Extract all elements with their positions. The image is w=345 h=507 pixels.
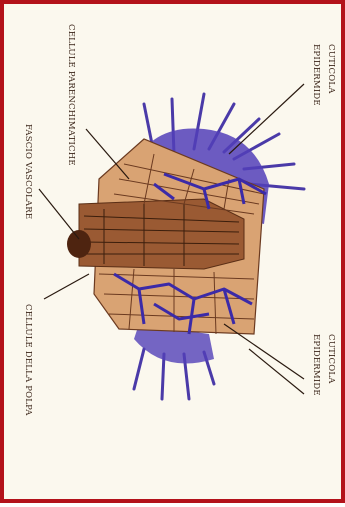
label-pulp-cells: CELLULE DELLA POLPA bbox=[23, 304, 33, 416]
label-epidermis-left: EPIDERMIDE bbox=[311, 334, 321, 396]
fruit-tissue-diagram: EPIDERMIDE CUTICOLA CELLULE PARENCHIMATI… bbox=[4, 4, 345, 507]
label-epidermis-right: EPIDERMIDE bbox=[311, 44, 321, 106]
label-epidermis-left-2: CUTICOLA bbox=[326, 334, 336, 384]
label-epidermis-right-2: CUTICOLA bbox=[326, 44, 336, 94]
label-vascular-bundle: FASCIO VASCOLARE bbox=[23, 124, 33, 219]
label-parenchyma-cells: CELLULE PARENCHIMATICHE bbox=[66, 24, 76, 166]
stem-attachment bbox=[67, 230, 91, 258]
